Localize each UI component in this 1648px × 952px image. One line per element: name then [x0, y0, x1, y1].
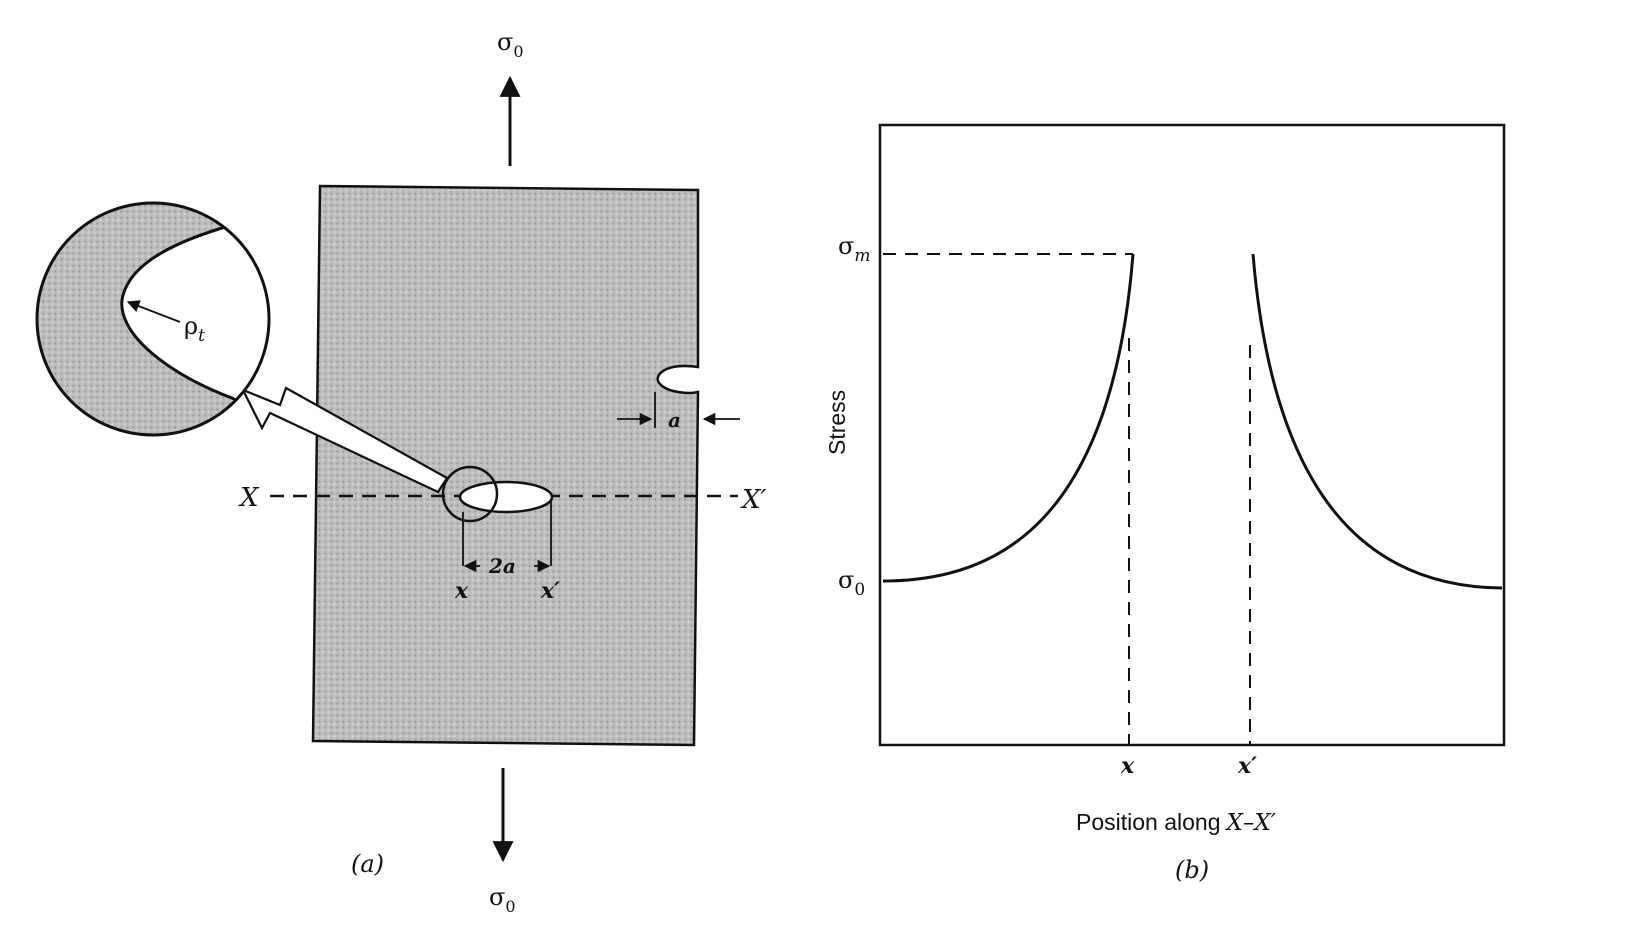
stress-profile-right: [1251, 253, 1503, 590]
y-axis-label: Stress: [824, 390, 850, 455]
panel-a: σ0 σ0 a X X′ 2a x x′ ρt (: [35, 28, 767, 916]
crack-length-label: 2a: [488, 554, 516, 578]
crack-tip-highlight-circle: [441, 465, 499, 523]
panel-b-caption: (b): [1175, 856, 1209, 884]
sigma-m-label: σm: [838, 232, 871, 266]
magnified-crack-tip: [35, 201, 271, 437]
specimen-plate: [311, 184, 700, 747]
magnification-callout-arrow: [240, 386, 449, 494]
axis-x-label-right: X′: [740, 485, 767, 515]
crack-point-x-label: x: [454, 578, 469, 604]
sigma-0-bottom-label: σ0: [489, 883, 516, 916]
edge-crack-label: a: [668, 408, 681, 432]
tip-radius-arrow: [126, 300, 181, 323]
interior-crack: [458, 480, 554, 514]
panel-a-caption: (a): [351, 850, 384, 878]
stress-profile-left: [882, 253, 1135, 583]
axis-x-label-left: X: [238, 483, 260, 513]
sigma-0-top-label: σ0: [497, 28, 524, 61]
sigma-0-label: σ0: [838, 566, 865, 600]
crack-point-x-prime-label: x′: [540, 578, 560, 604]
stress-plot-frame: [878, 123, 1506, 747]
tip-radius-label: ρt: [184, 312, 205, 346]
x-tick-label-x-prime: x′: [1237, 753, 1257, 779]
x-tick-label-x: x: [1120, 753, 1135, 779]
